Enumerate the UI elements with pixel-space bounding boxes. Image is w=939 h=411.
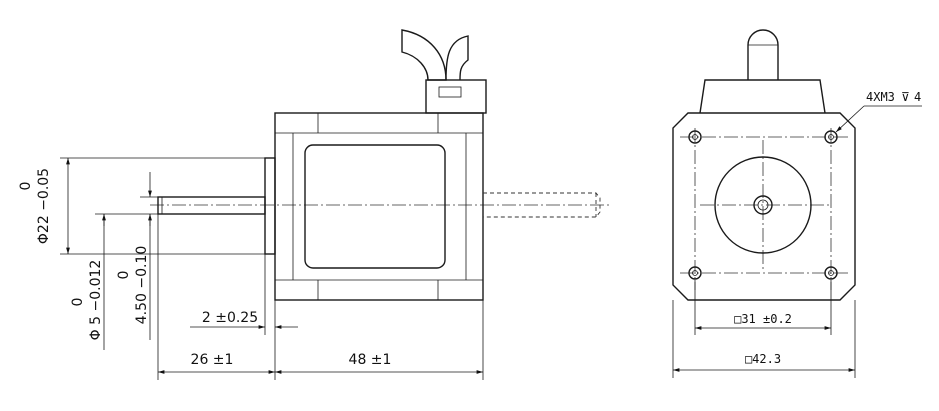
shaft-flat-zero: 0 bbox=[116, 271, 132, 280]
shaft-dia-value: Φ 5 −0.012 bbox=[88, 260, 104, 341]
side-view: Φ22 −0.05 0 Φ 5 −0.012 0 4.50 −0.10 0 2 … bbox=[18, 29, 610, 380]
mounting-depth-symbol: ⊽ bbox=[901, 90, 910, 104]
front-view: 4XM3 ⊽ 4 □31 ±0.2 □42.3 bbox=[672, 29, 922, 378]
shaft-flat-value: 4.50 −0.10 bbox=[134, 246, 150, 325]
front-boss-circle bbox=[714, 156, 812, 254]
mounting-hole-leader bbox=[835, 105, 865, 133]
front-cable bbox=[747, 29, 779, 80]
rear-shaft bbox=[483, 192, 601, 218]
front-boss bbox=[264, 157, 276, 255]
stator-stack bbox=[304, 144, 446, 269]
flange-size-value: □42.3 bbox=[745, 352, 781, 366]
mounting-hole bbox=[688, 266, 702, 280]
cable bbox=[401, 29, 447, 81]
boss-height-value: 2 ±0.25 bbox=[202, 310, 258, 326]
mounting-hole bbox=[688, 130, 702, 144]
shaft-length-value: 26 ±1 bbox=[191, 352, 234, 368]
hole-spacing-value: □31 ±0.2 bbox=[734, 312, 792, 326]
mounting-hole bbox=[824, 266, 838, 280]
body-length-value: 48 ±1 bbox=[349, 352, 392, 368]
front-shaft-circle bbox=[753, 195, 773, 215]
shaft-dia-zero: 0 bbox=[70, 298, 86, 307]
front-shaft bbox=[157, 196, 266, 215]
mounting-depth-value: 4 bbox=[914, 90, 921, 104]
mounting-hole-spec: 4XM3 bbox=[866, 90, 895, 104]
cable-connector bbox=[425, 79, 487, 114]
boss-dia-value: Φ22 −0.05 bbox=[36, 168, 52, 244]
front-connector bbox=[699, 79, 826, 114]
boss-dia-zero: 0 bbox=[18, 182, 34, 191]
mounting-hole bbox=[824, 130, 838, 144]
front-flange bbox=[672, 112, 856, 301]
motor-body bbox=[274, 112, 484, 301]
